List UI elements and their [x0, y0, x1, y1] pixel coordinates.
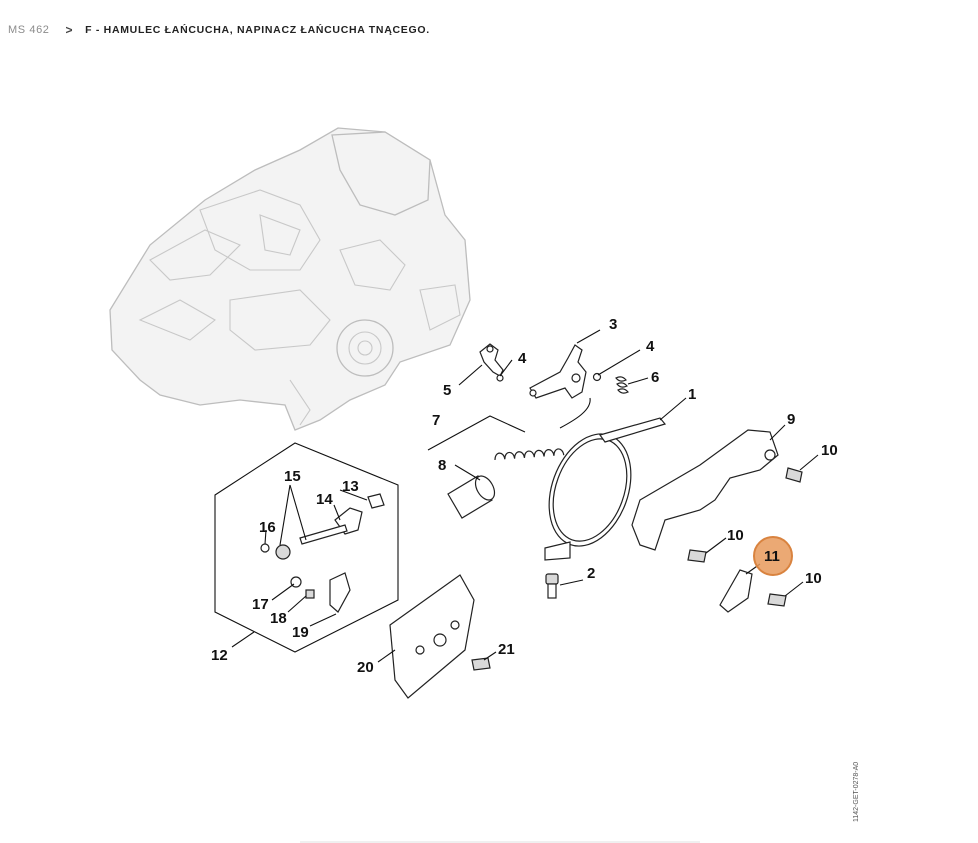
part-7-spring[interactable]: [493, 397, 591, 485]
callout-11-highlight: [753, 536, 793, 576]
part-6-spring[interactable]: [615, 376, 629, 394]
part-9-cover[interactable]: [631, 429, 779, 551]
callout-3[interactable]: 3: [609, 316, 617, 333]
part-10-screw-a[interactable]: [785, 467, 803, 483]
callout-13[interactable]: 13: [342, 478, 359, 495]
callout-10-bottom[interactable]: 10: [805, 570, 822, 587]
callout-9[interactable]: 9: [787, 411, 795, 428]
callout-7[interactable]: 7: [432, 412, 440, 429]
part-3-brake-lever[interactable]: [529, 344, 587, 399]
callout-2[interactable]: 2: [587, 565, 595, 582]
callout-20[interactable]: 20: [357, 659, 374, 676]
part-13-bolt[interactable]: [367, 493, 385, 509]
callout-12[interactable]: 12: [211, 647, 228, 664]
leader-lines: [231, 329, 819, 663]
part-8-sleeve[interactable]: [447, 473, 498, 519]
callout-4-right[interactable]: 4: [646, 338, 655, 355]
callout-16[interactable]: 16: [259, 519, 276, 536]
breadcrumb-current-section: F - Hamulec łańcucha, napinacz łańcucha …: [85, 24, 430, 36]
breadcrumb: MS 462 > F - Hamulec łańcucha, napinacz …: [8, 22, 430, 38]
callout-18[interactable]: 18: [270, 610, 287, 627]
part-21-screw[interactable]: [471, 657, 491, 671]
part-4-washer-left[interactable]: [496, 374, 504, 382]
part-5-lever[interactable]: [479, 343, 504, 377]
callout-4-left[interactable]: 4: [518, 350, 527, 367]
callout-19[interactable]: 19: [292, 624, 309, 641]
callout-14[interactable]: 14: [316, 491, 333, 508]
assembly-12-frame: [214, 442, 399, 653]
part-16-ring[interactable]: [260, 543, 270, 553]
callout-8[interactable]: 8: [438, 457, 446, 474]
callout-15[interactable]: 15: [284, 468, 301, 485]
diagram-document-id: 1142-GET-0278-A0: [853, 762, 860, 822]
part-15-gear[interactable]: [275, 544, 291, 560]
part-18-screw[interactable]: [305, 589, 315, 599]
callout-17[interactable]: 17: [252, 596, 269, 613]
callout-10-middle[interactable]: 10: [727, 527, 744, 544]
part-11-chain-catcher[interactable]: [719, 569, 753, 613]
callout-6[interactable]: 6: [651, 369, 659, 386]
part-2-screw[interactable]: [545, 573, 559, 599]
callout-21[interactable]: 21: [498, 641, 515, 658]
callout-10-top[interactable]: 10: [821, 442, 838, 459]
callout-11[interactable]: 11: [764, 548, 780, 565]
breadcrumb-model-link[interactable]: MS 462: [8, 24, 50, 36]
saw-body-ghost-illustration: [109, 127, 471, 431]
part-10-screw-c[interactable]: [767, 593, 787, 607]
part-19-tensioner-slide[interactable]: [329, 572, 351, 613]
part-15-adjuster-screw[interactable]: [299, 524, 348, 545]
part-10-screw-b[interactable]: [687, 549, 707, 563]
part-1-brake-band[interactable]: [534, 417, 667, 561]
callout-1[interactable]: 1: [688, 386, 696, 403]
part-4-washer-right[interactable]: [592, 372, 602, 382]
breadcrumb-chevron-icon: >: [65, 23, 74, 37]
callout-5[interactable]: 5: [443, 382, 451, 399]
part-20-guide-plate[interactable]: [389, 574, 475, 699]
